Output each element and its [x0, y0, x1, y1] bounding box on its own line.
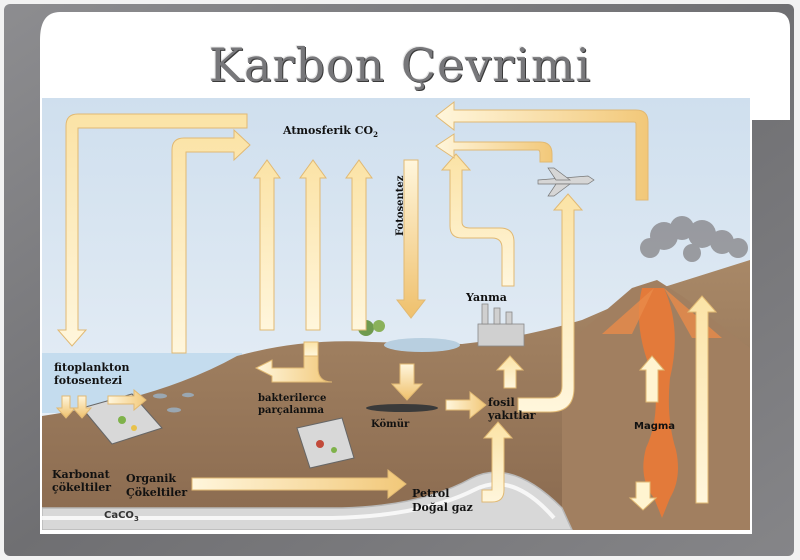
label-magma: Magma	[634, 421, 676, 432]
arrow-phyto-down-2	[71, 395, 93, 419]
arrow-up-3	[345, 159, 373, 331]
arrow-magma-down	[628, 481, 658, 511]
arrow-coal-to-fossil	[445, 390, 487, 420]
arrow-to-coal	[390, 363, 424, 401]
label-phytoplankton-1: fitoplankton	[54, 361, 130, 374]
arrow-plane-to-atm	[435, 133, 553, 163]
coal-seam	[366, 404, 438, 412]
label-photosynthesis: Fotosentez	[395, 175, 406, 236]
label-petrol-2: Doğal gaz	[412, 501, 473, 514]
arrows	[55, 100, 718, 511]
volcano-smoke	[640, 216, 748, 262]
fish	[153, 392, 194, 413]
arrow-volcano-to-atm	[435, 100, 649, 201]
sediment-box-land	[296, 417, 355, 469]
factory	[477, 303, 525, 347]
label-organic-1: Organik	[126, 472, 176, 485]
label-bacteria-2: parçalanma	[258, 405, 324, 416]
label-carbonate-1: Karbonat	[52, 468, 110, 481]
arrow-magma-vent	[638, 355, 666, 403]
arrow-up-2	[299, 159, 327, 331]
label-carbonate-2: çökeltiler	[52, 481, 112, 494]
arrow-organic-to-petrol	[191, 468, 407, 500]
carbon-cycle-diagram	[42, 98, 750, 530]
arrow-phyto-right	[107, 388, 147, 412]
arrow-up-1	[253, 159, 281, 331]
arrow-petrol-to-fossil	[481, 421, 514, 503]
arrow-combustion	[440, 153, 515, 287]
arrow-magma-up-right	[686, 295, 718, 504]
label-caco3: CaCO3	[104, 510, 139, 523]
limestone-layer	[42, 471, 573, 530]
label-coal: Kömür	[371, 419, 410, 430]
label-fossil-2: yakıtlar	[488, 409, 536, 422]
label-atmosphere: Atmosferik CO2	[283, 124, 378, 140]
arrow-phyto-down-1	[55, 395, 77, 419]
arrow-sea-to-atm	[171, 128, 251, 354]
arrow-atm-to-sea	[56, 113, 248, 347]
label-organic-2: Çökeltiler	[126, 486, 188, 499]
label-bacteria-1: bakterilerce	[258, 393, 327, 404]
label-phytoplankton-2: fotosentezi	[54, 374, 123, 387]
label-petrol-1: Petrol	[412, 487, 450, 500]
arrow-photosynthesis	[395, 159, 427, 319]
slide-title: Karbon Çevrimi	[208, 38, 592, 92]
arrow-up-fossil	[495, 355, 525, 389]
arrow-decomposition	[254, 355, 333, 383]
lake	[384, 338, 460, 352]
label-fossil-1: fosil	[488, 396, 515, 409]
arrow-fossil-to-atm	[517, 193, 584, 413]
airplane	[537, 167, 595, 197]
label-combustion: Yanma	[466, 291, 507, 304]
